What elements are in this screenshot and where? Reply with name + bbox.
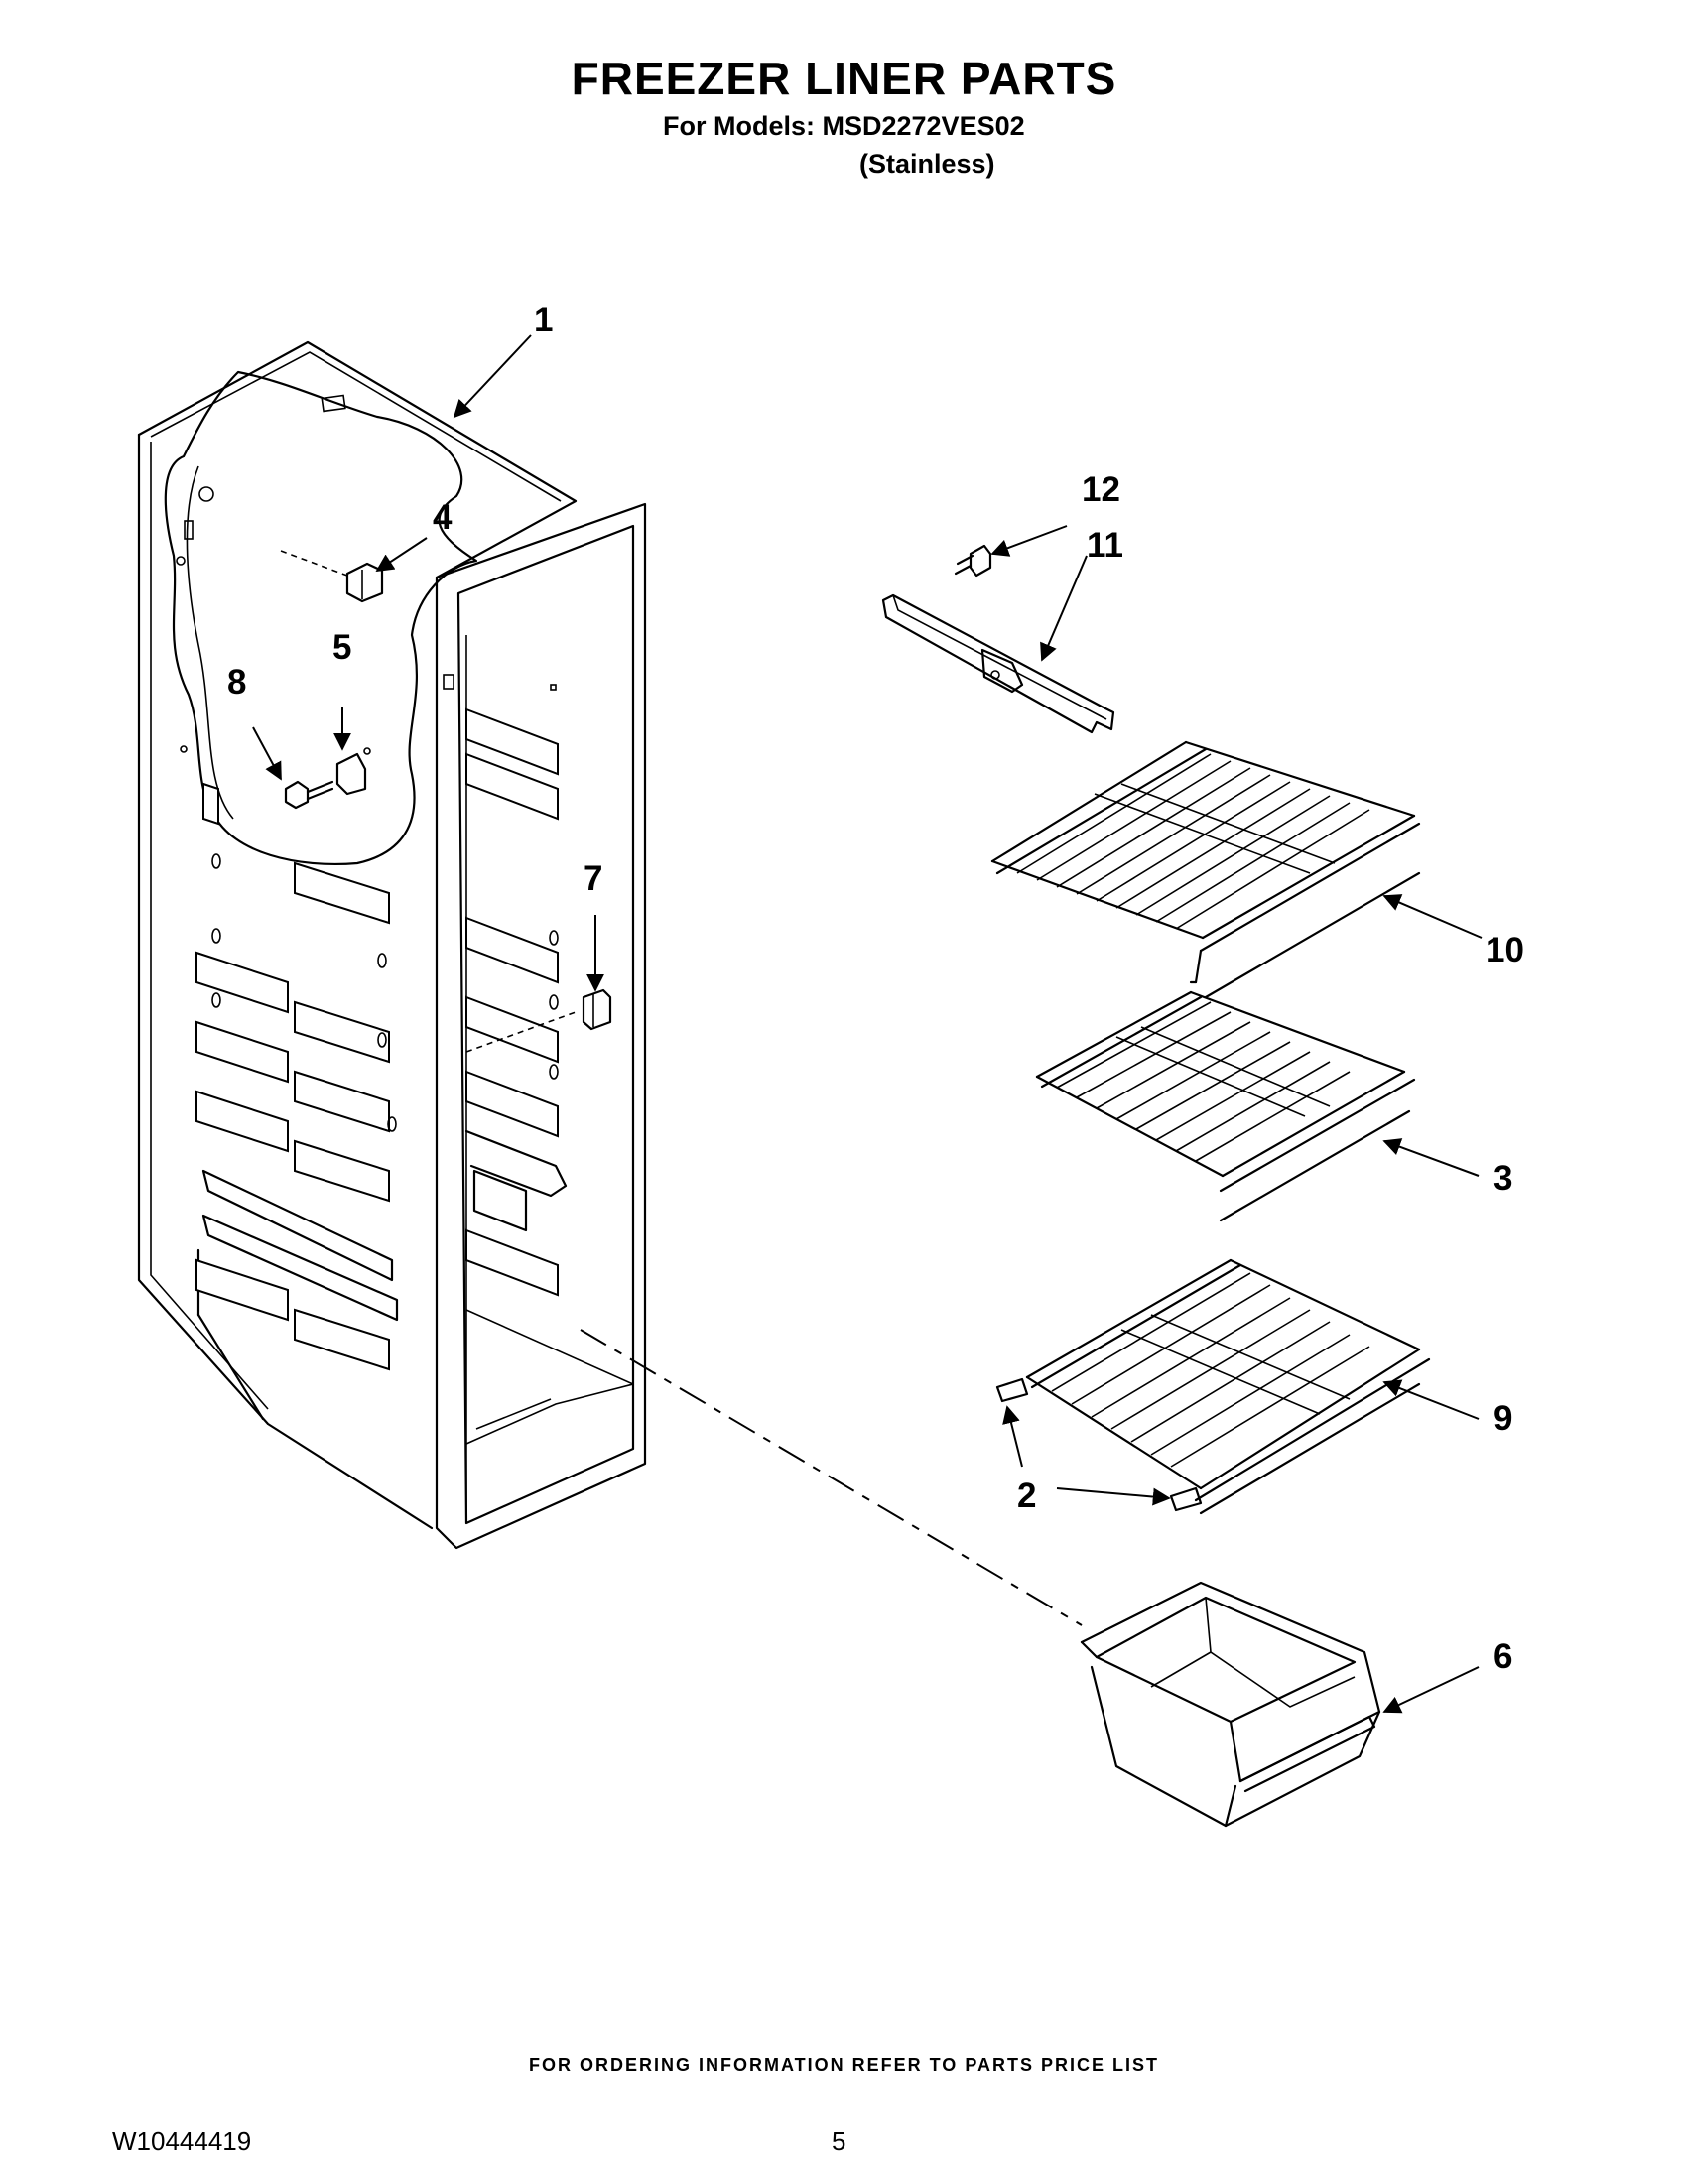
variant-label: (Stainless) <box>859 149 995 179</box>
callout-9: 9 <box>1493 1399 1513 1438</box>
callout-5: 5 <box>332 628 352 667</box>
freezer-liner <box>137 340 647 1550</box>
shelf-3 <box>1035 990 1416 1222</box>
bin-alignment-line <box>580 1329 1083 1626</box>
callout-8: 8 <box>227 663 247 702</box>
shelf-9 <box>995 1258 1431 1515</box>
callout-3: 3 <box>1493 1159 1513 1198</box>
callout-10: 10 <box>1486 931 1524 969</box>
part-11-bracket <box>881 593 1115 734</box>
part-8-screw <box>284 780 334 810</box>
callout-6: 6 <box>1493 1637 1513 1676</box>
ordering-note: FOR ORDERING INFORMATION REFER TO PARTS … <box>528 2055 1159 2075</box>
callout-arrows <box>252 334 1483 1714</box>
part-6-bin <box>1080 1581 1381 1828</box>
callout-11: 11 <box>1087 526 1123 565</box>
callout-12: 12 <box>1082 470 1120 509</box>
page-number: 5 <box>832 2126 846 2156</box>
page-title: FREEZER LINER PARTS <box>571 53 1117 104</box>
models-line: For Models: MSD2272VES02 <box>663 111 1025 141</box>
part-12-screw <box>954 544 992 578</box>
callout-4: 4 <box>433 498 453 537</box>
part-5-clip <box>335 747 371 796</box>
shelf-10 <box>990 740 1421 999</box>
callout-1: 1 <box>534 301 554 339</box>
part-4-bracket <box>280 550 384 603</box>
document-number: W10444419 <box>112 2126 252 2156</box>
callout-7: 7 <box>584 859 603 898</box>
callout-2: 2 <box>1017 1477 1037 1515</box>
